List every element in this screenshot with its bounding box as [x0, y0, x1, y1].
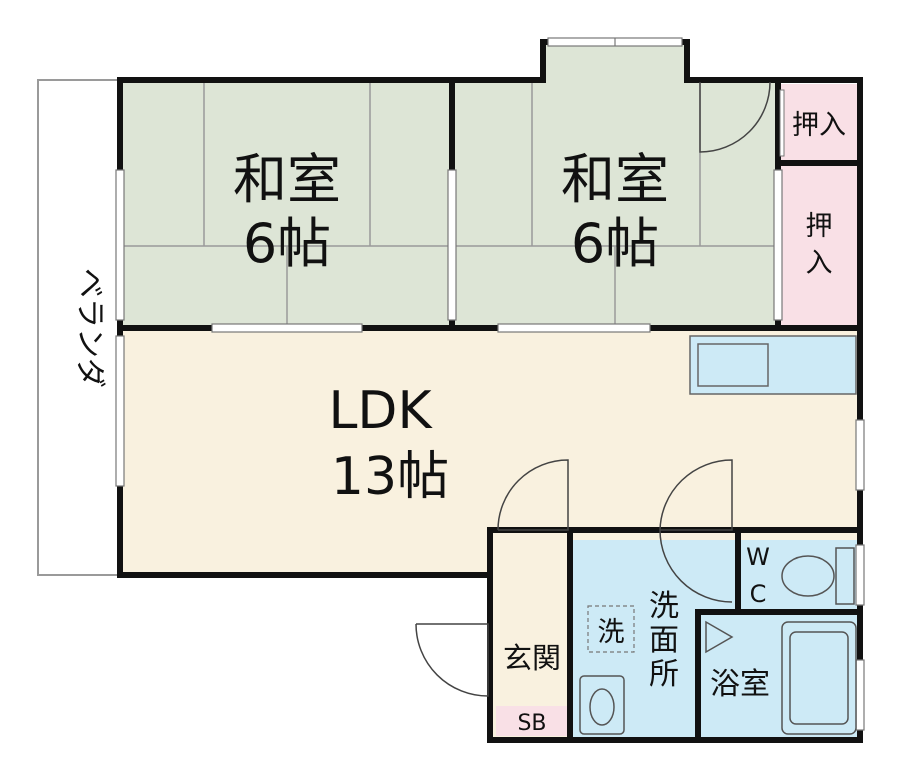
ldk-name: LDK [328, 381, 433, 441]
closet-right-floor [780, 166, 858, 326]
closet-right-label-2: 入 [806, 248, 833, 279]
toilet-tank [835, 547, 855, 605]
washroom-label-1: 洗 [649, 589, 679, 624]
veranda-area [37, 79, 121, 576]
wc-label-2: C [750, 580, 767, 608]
ldk-size: 13帖 [331, 447, 449, 507]
washitsu-left-name: 和室 [233, 148, 341, 211]
washer-pan [587, 605, 635, 653]
bathtub-inner [789, 631, 849, 725]
washroom-label-3: 所 [649, 657, 679, 692]
hall-floor [492, 530, 570, 738]
window-bay-floor [543, 42, 687, 82]
kitchen-sink [697, 343, 769, 387]
veranda-label: ベランダ [72, 268, 107, 388]
washitsu-right-size: 6帖 [571, 212, 659, 275]
washroom-label-2: 面 [649, 623, 679, 658]
washitsu-left-size: 6帖 [243, 212, 331, 275]
shoe-box-floor [496, 706, 568, 736]
water-heater [705, 620, 734, 654]
basin-bowl [589, 688, 615, 726]
windows [115, 37, 865, 731]
toilet-bowl [781, 555, 835, 597]
closet-top-label: 押入 [792, 110, 846, 141]
bathtub [781, 621, 857, 735]
tatami-lines-left [122, 82, 450, 326]
door-swings [415, 81, 771, 697]
shoe-box-label: SB [517, 711, 546, 736]
closet-top-floor [780, 84, 858, 160]
bath-label: 浴室 [710, 667, 770, 702]
wash-basin [579, 675, 625, 735]
washer-label: 洗 [598, 617, 625, 648]
wc-label-1: W [746, 543, 770, 571]
entrance-label: 玄関 [503, 641, 561, 675]
washitsu-right-name: 和室 [561, 148, 669, 211]
closet-right-label-1: 押 [806, 211, 833, 242]
